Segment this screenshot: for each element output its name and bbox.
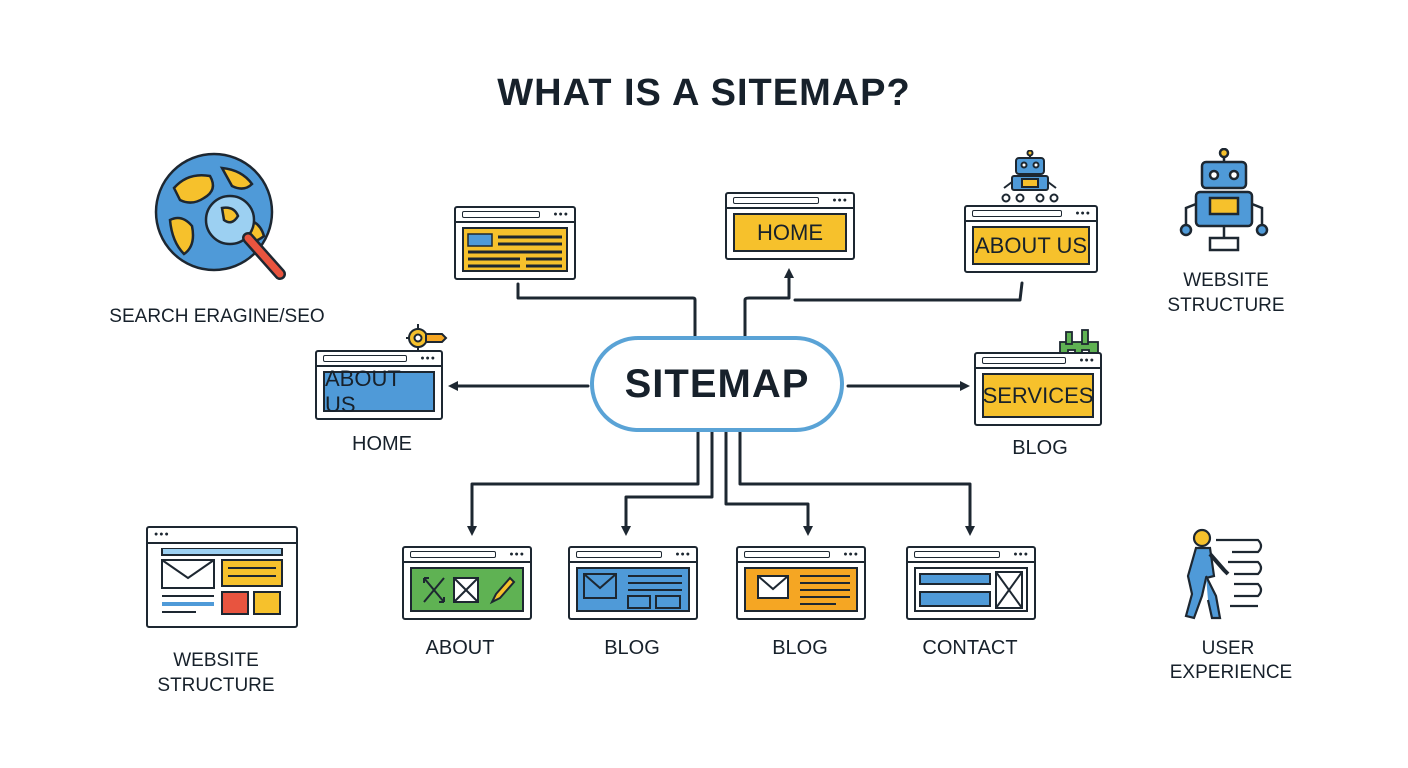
link-bottom-about (467, 430, 700, 536)
bottom-caption-blog-1: BLOG (604, 637, 660, 659)
ux-caption-line2: EXPERIENCE (1169, 662, 1293, 683)
services-right-label: SERVICES (982, 373, 1094, 418)
globe-magnifier-icon (154, 152, 286, 280)
robot-small-icon (1001, 150, 1059, 203)
page-window-about-left: ●●● ABOUT US (315, 350, 443, 420)
services-right-caption: BLOG (1012, 437, 1068, 459)
robot-caption-line2: STRUCTURE (1167, 295, 1285, 316)
page-window-blog-2: ●●● (736, 546, 866, 620)
page-window-about: ●●● (402, 546, 532, 620)
robot-caption-line1: WEBSITE (1183, 270, 1269, 291)
wireframe-caption-line2: STRUCTURE (157, 675, 275, 696)
mail-article-icon (757, 574, 850, 605)
seo-label: SEARCH ERAGINE/SEO (109, 306, 325, 327)
gear-icon (406, 324, 448, 352)
ux-caption-line1: USER (1201, 638, 1255, 659)
text-lines-icon (467, 232, 562, 267)
about-left-caption: HOME (352, 433, 412, 455)
link-top-left (516, 282, 697, 338)
page-window-blog-1: ●●● (568, 546, 698, 620)
walking-user-icon (1184, 528, 1263, 620)
page-window-home: ●●● HOME (725, 192, 855, 260)
mail-layout-icon (583, 572, 682, 609)
bottom-caption-blog-2: BLOG (772, 637, 828, 659)
bottom-caption-about: ABOUT (425, 637, 495, 659)
link-bottom-blog2 (724, 430, 813, 536)
wireframe-icon: ●●● (146, 526, 298, 628)
link-home-top (743, 268, 794, 338)
page-window-contact: ●●● (906, 546, 1036, 620)
about-left-label: ABOUT US (323, 366, 435, 417)
link-about-top (793, 281, 1024, 302)
sitemap-center-node: SITEMAP (590, 336, 844, 432)
about-top-label: ABOUT US (972, 226, 1090, 265)
robot-icon (1179, 148, 1269, 252)
contact-form-icon (919, 570, 1023, 609)
edit-tools-icon (423, 576, 516, 604)
link-bottom-blog1 (621, 430, 714, 536)
page-window-services: ●●● SERVICES (974, 352, 1102, 426)
home-node-label: HOME (733, 213, 847, 252)
page-window-top-left: ●●● (454, 206, 576, 280)
wireframe-caption-line1: WEBSITE (173, 650, 259, 671)
page-window-about-top: ●●● ABOUT US (964, 205, 1098, 273)
diagram-title: WHAT IS A SITEMAP? (497, 72, 911, 114)
bottom-caption-contact: CONTACT (922, 637, 1018, 659)
link-bottom-contact (738, 430, 975, 536)
